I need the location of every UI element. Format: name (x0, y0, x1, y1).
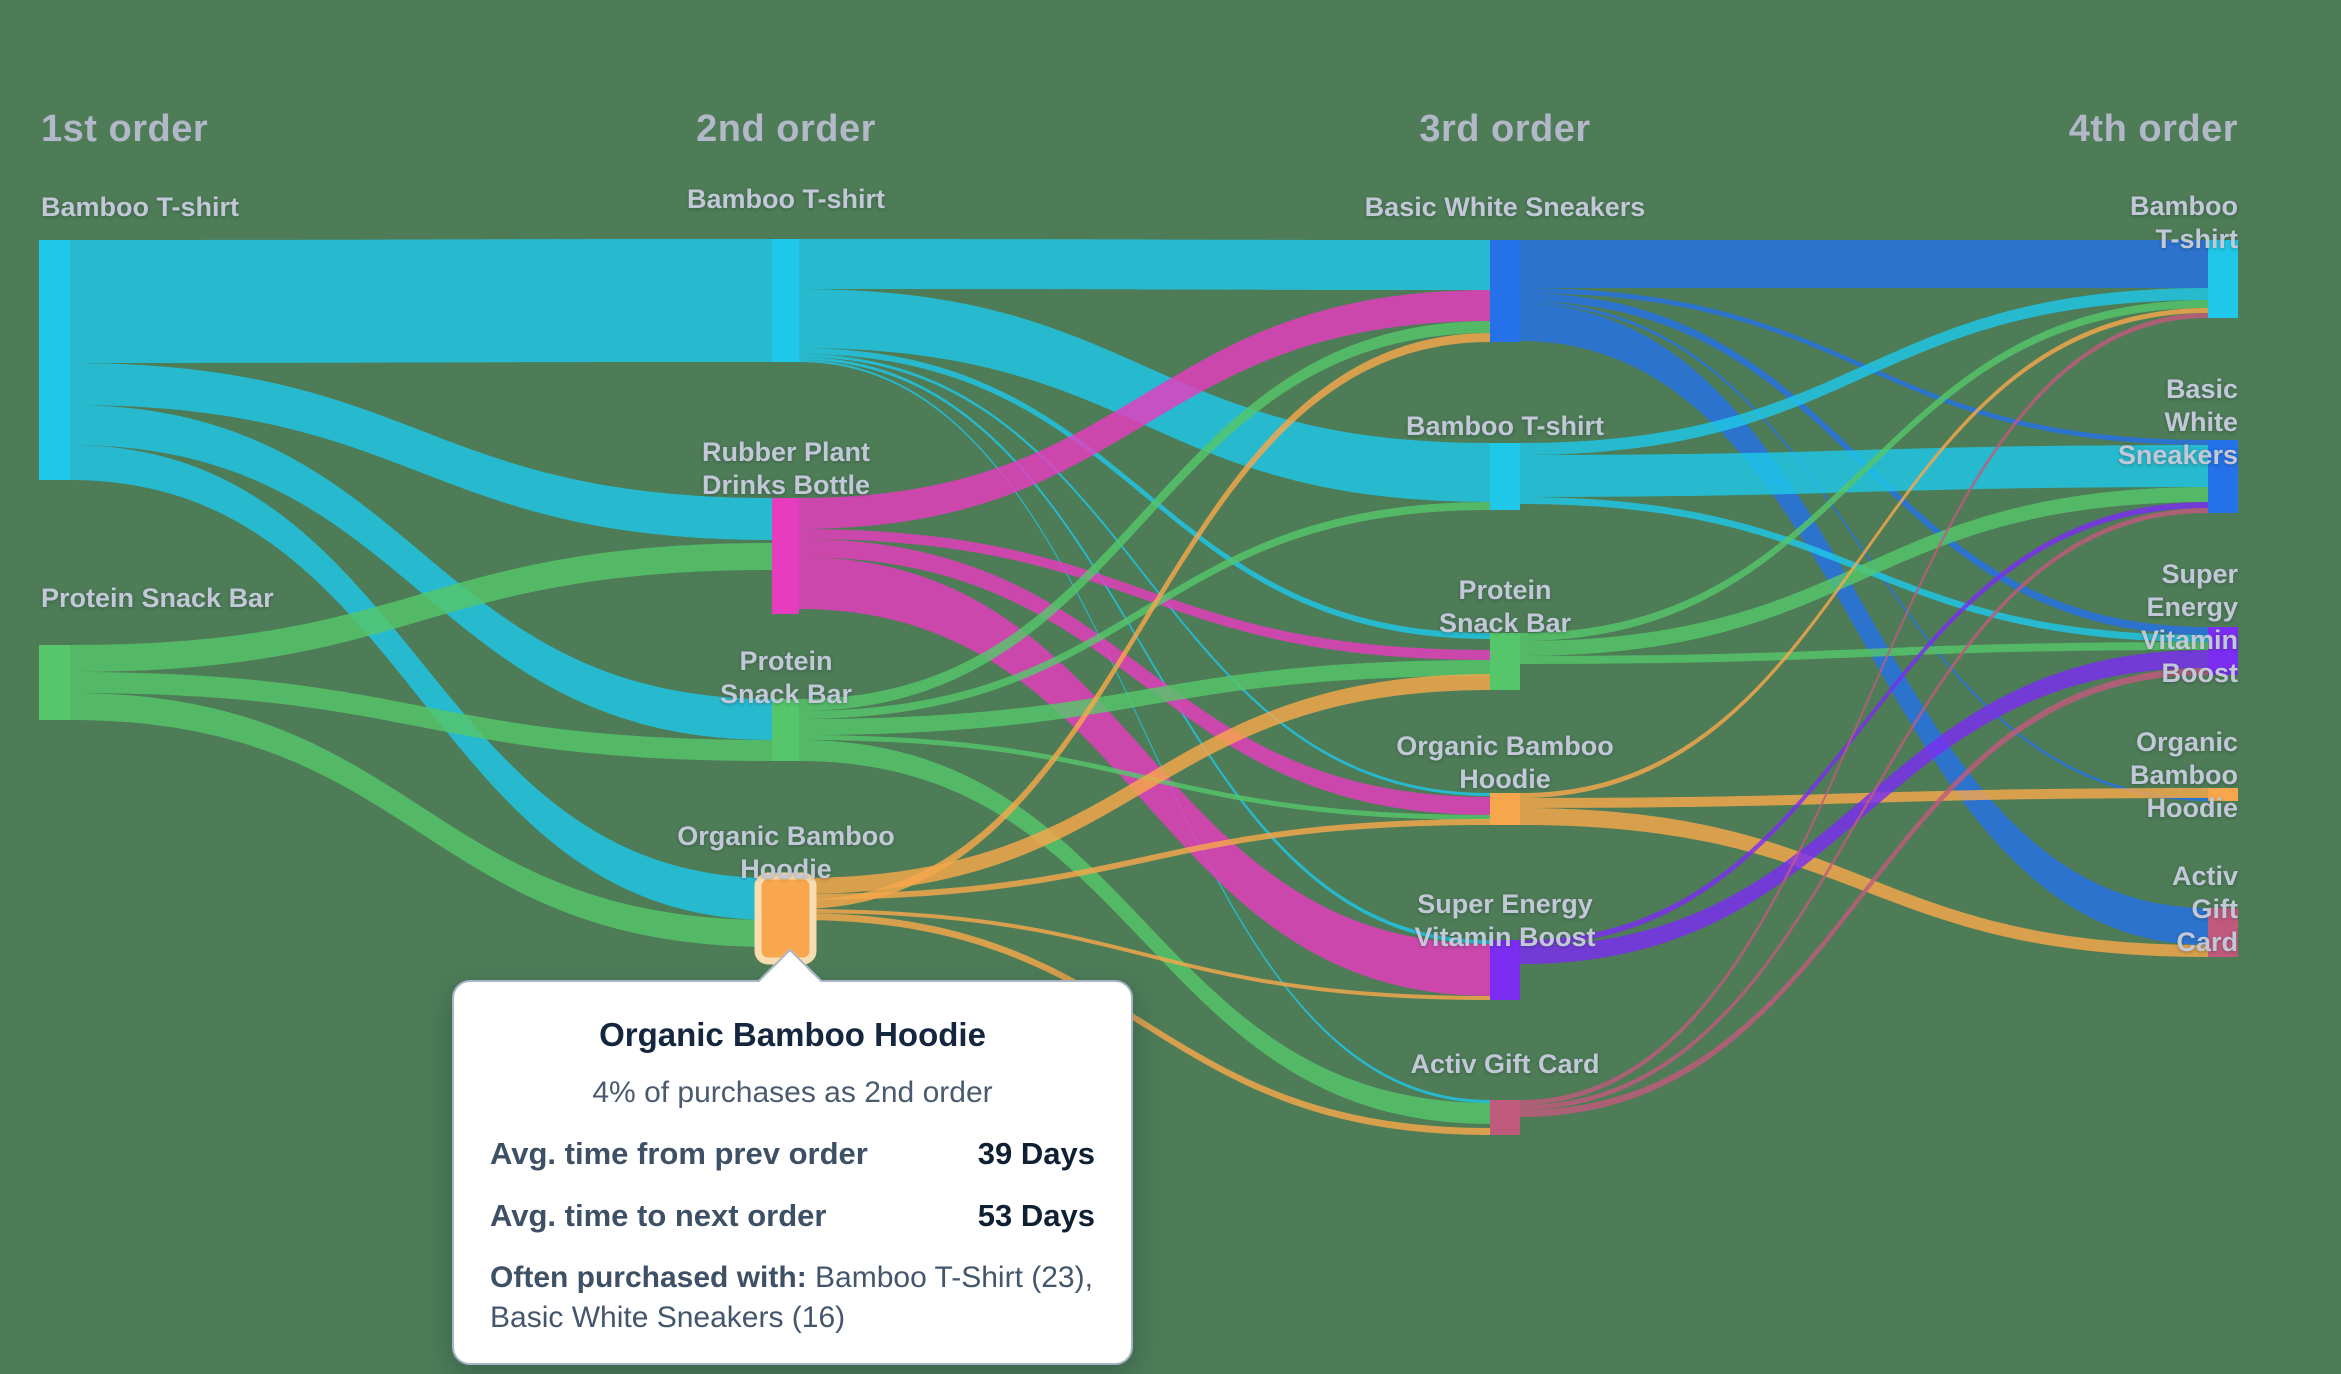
column-header-2nd-order: 2nd order (696, 108, 876, 150)
node-label-c3-protein: Protein Snack Bar (1438, 575, 1572, 638)
flow-c2-rubber-to-c3-sneakers[interactable] (799, 290, 1490, 529)
flow-c2-hoodie-to-c3-hoodie[interactable] (799, 819, 1490, 900)
sankey-node-c4-sneakers[interactable] (2208, 440, 2238, 513)
node-label-c4-vitamin: Super Energy Vitamin Boost (2140, 559, 2238, 688)
node-label-c2-rubber: Rubber Plant Drinks Bottle (701, 437, 871, 500)
sankey-node-c1-protein[interactable] (39, 645, 70, 720)
sankey-node-c3-vitamin[interactable] (1490, 940, 1520, 1000)
flow-c1-protein-to-c2-rubber[interactable] (70, 543, 772, 672)
column-header-1st-order: 1st order (41, 108, 209, 150)
sankey-node-c2-hoodie[interactable] (754, 872, 817, 965)
flow-c3-protein-to-c4-sneakers[interactable] (1520, 487, 2208, 656)
tooltip-often-label: Often purchased with: (490, 1261, 807, 1294)
flow-c3-protein-to-c4-bamboo[interactable] (1520, 300, 2208, 641)
sankey-node-c3-hoodie[interactable] (1490, 793, 1520, 825)
flow-c2-rubber-to-c3-protein[interactable] (799, 529, 1490, 660)
sankey-node-c3-protein[interactable] (1490, 633, 1520, 690)
flow-c2-hoodie-to-c3-sneakers[interactable] (799, 333, 1490, 909)
flow-c3-hoodie-to-c4-bamboo[interactable] (1520, 308, 2208, 798)
tooltip-row-next-order: Avg. time to next order 53 Days (490, 1198, 1095, 1234)
sankey-node-c3-sneakers[interactable] (1490, 240, 1520, 342)
sankey-node-c4-hoodie[interactable] (2208, 788, 2238, 801)
tooltip-row-label: Avg. time to next order (490, 1198, 827, 1233)
flow-c2-bamboo-to-c3-protein[interactable] (799, 348, 1490, 639)
flow-c3-gift-to-c4-sneakers[interactable] (1520, 508, 2208, 1110)
sankey-node-c3-gift[interactable] (1490, 1100, 1520, 1135)
node-label-c4-gift: Activ Gift Card (2171, 861, 2238, 957)
flow-c2-protein-to-c3-sneakers[interactable] (799, 321, 1490, 711)
node-label-c4-hoodie: Organic Bamboo Hoodie (2130, 727, 2238, 823)
tooltip-often-value: Bamboo T-Shirt (23), Basic White Sneaker… (490, 1261, 1093, 1334)
tooltip-subtitle: 4% of purchases as 2nd order (592, 1076, 993, 1109)
node-label-c3-sneakers: Basic White Sneakers (1364, 192, 1646, 222)
flow-c2-protein-to-c3-gift[interactable] (799, 740, 1490, 1124)
tooltip-row-value: 53 Days (977, 1198, 1095, 1233)
flow-c1-bamboo-to-c2-protein[interactable] (70, 405, 772, 740)
flow-c2-bamboo-to-c3-vitamin[interactable] (799, 357, 1490, 944)
node-label-c2-bamboo: Bamboo T-shirt (686, 184, 886, 214)
node-label-c1-bamboo: Bamboo T-shirt (41, 192, 240, 222)
tooltip-often-purchased: Often purchased with: Bamboo T-Shirt (23… (490, 1258, 1095, 1338)
flow-c1-bamboo-to-c2-rubber[interactable] (70, 363, 772, 540)
flow-c2-bamboo-to-c3-sneakers[interactable] (799, 239, 1490, 290)
node-label-c4-bamboo: Bamboo T-shirt (2130, 191, 2238, 254)
flow-c1-bamboo-to-c2-bamboo[interactable] (70, 239, 772, 363)
tooltip-row-label: Avg. time from prev order (490, 1136, 868, 1171)
flow-c1-bamboo-to-c2-hoodie[interactable] (70, 445, 772, 920)
flow-c1-protein-to-c2-hoodie[interactable] (70, 693, 772, 947)
node-tooltip: Organic Bamboo Hoodie 4% of purchases as… (452, 980, 1133, 1365)
sankey-node-c2-rubber[interactable] (772, 498, 799, 614)
sankey-node-c4-vitamin[interactable] (2208, 627, 2238, 675)
node-label-c2-hoodie: Organic Bamboo Hoodie (677, 821, 895, 884)
flow-c2-bamboo-to-c3-gift[interactable] (799, 360, 1490, 1103)
node-label-c3-bamboo: Bamboo T-shirt (1405, 411, 1605, 441)
flow-c2-protein-to-c3-protein[interactable] (799, 660, 1490, 735)
flow-c2-rubber-to-c3-hoodie[interactable] (799, 539, 1490, 815)
flow-c2-hoodie-to-c3-vitamin[interactable] (799, 909, 1490, 1000)
flow-c3-gift-to-c4-bamboo[interactable] (1520, 313, 2208, 1105)
tooltip-row-prev-order: Avg. time from prev order 39 Days (490, 1136, 1095, 1172)
node-label-c3-vitamin: Super Energy Vitamin Boost (1414, 889, 1596, 952)
node-label-c4-sneakers: Basic White Sneakers (2117, 374, 2238, 470)
sankey-node-c4-gift[interactable] (2208, 908, 2238, 957)
flow-c2-hoodie-to-c3-protein[interactable] (799, 674, 1490, 894)
tooltip-row-value: 39 Days (977, 1136, 1095, 1171)
flow-c2-bamboo-to-c3-hoodie[interactable] (799, 354, 1490, 796)
sankey-node-c4-bamboo[interactable] (2208, 240, 2238, 318)
flow-c2-protein-to-c3-bamboo[interactable] (799, 502, 1490, 719)
tooltip-title: Organic Bamboo Hoodie (599, 1016, 986, 1053)
flow-c3-sneakers-to-c4-bamboo[interactable] (1520, 240, 2208, 288)
flow-c3-protein-to-c4-vitamin[interactable] (1520, 642, 2208, 664)
flow-c3-vitamin-to-c4-sneakers[interactable] (1520, 502, 2208, 946)
sankey-node-c3-bamboo[interactable] (1490, 443, 1520, 510)
node-label-c1-protein: Protein Snack Bar (41, 583, 274, 613)
flow-c3-gift-to-c4-vitamin[interactable] (1520, 668, 2208, 1117)
node-label-c3-hoodie: Organic Bamboo Hoodie (1396, 731, 1614, 794)
sankey-node-c2-bamboo[interactable] (772, 239, 799, 362)
node-label-c2-protein: Protein Snack Bar (719, 646, 853, 709)
sankey-node-c1-bamboo[interactable] (39, 240, 70, 480)
column-header-3rd-order: 3rd order (1419, 108, 1591, 150)
sankey-node-c2-protein[interactable] (772, 699, 799, 761)
flow-c2-hoodie-to-c3-gift[interactable] (799, 913, 1490, 1135)
node-label-c3-gift: Activ Gift Card (1410, 1049, 1600, 1079)
flow-c1-protein-to-c2-protein[interactable] (70, 672, 772, 761)
flow-c3-hoodie-to-c4-gift[interactable] (1520, 808, 2208, 957)
column-header-4th-order: 4th order (2068, 108, 2238, 150)
flow-c3-bamboo-to-c4-bamboo[interactable] (1520, 288, 2208, 455)
flow-c3-sneakers-to-c4-gift[interactable] (1520, 304, 2208, 945)
